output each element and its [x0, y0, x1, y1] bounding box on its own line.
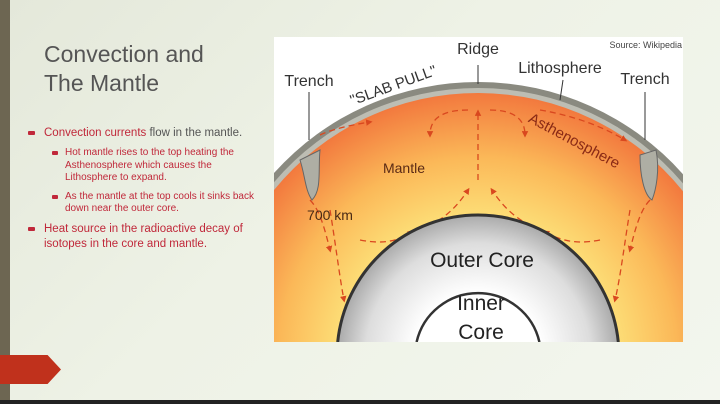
bullet-highlight: Convection currents: [44, 127, 147, 139]
source-label: Source: Wikipedia: [609, 40, 682, 50]
title-line-1: Convection and: [44, 41, 204, 67]
slide-title: Convection and The Mantle: [44, 40, 204, 98]
lithosphere-label: Lithosphere: [518, 60, 602, 77]
trench-right-label: Trench: [620, 71, 669, 88]
mantle-label: Mantle: [383, 160, 425, 176]
ridge-label: Ridge: [457, 41, 499, 58]
depth-label: 700 km: [307, 207, 353, 223]
earth-convection-diagram: Source: Wikipedia Ridge Trench Trench Li…: [274, 37, 683, 342]
title-line-2: The Mantle: [44, 70, 160, 96]
slide-left-bar: [0, 0, 10, 400]
bullet-list: Convection currents flow in the mantle. …: [28, 126, 263, 258]
bullet-item: Heat source in the radioactive decay of …: [28, 222, 263, 252]
slide-arrow-decoration: [0, 355, 61, 384]
label-leader-lines: [308, 65, 646, 140]
inner-core-label-1: Inner: [457, 292, 505, 315]
sub-bullet-item: Hot mantle rises to the top heating the …: [52, 147, 263, 185]
outer-core-label: Outer Core: [430, 249, 534, 272]
trench-left-label: Trench: [284, 73, 333, 90]
outer-core-outline: [336, 213, 620, 342]
subducting-slab-left: [299, 149, 321, 201]
outer-core: [337, 215, 619, 342]
inner-core-label-2: Core: [458, 321, 504, 342]
sub-bullet-item: As the mantle at the top cools it sinks …: [52, 191, 263, 216]
bullet-text: flow in the mantle.: [146, 127, 243, 139]
inner-core-outline: [415, 291, 541, 342]
bullet-item: Convection currents flow in the mantle.: [28, 126, 263, 141]
bottom-bar: [0, 400, 720, 404]
subducting-slab-right: [639, 149, 659, 201]
inner-core: [416, 293, 540, 342]
